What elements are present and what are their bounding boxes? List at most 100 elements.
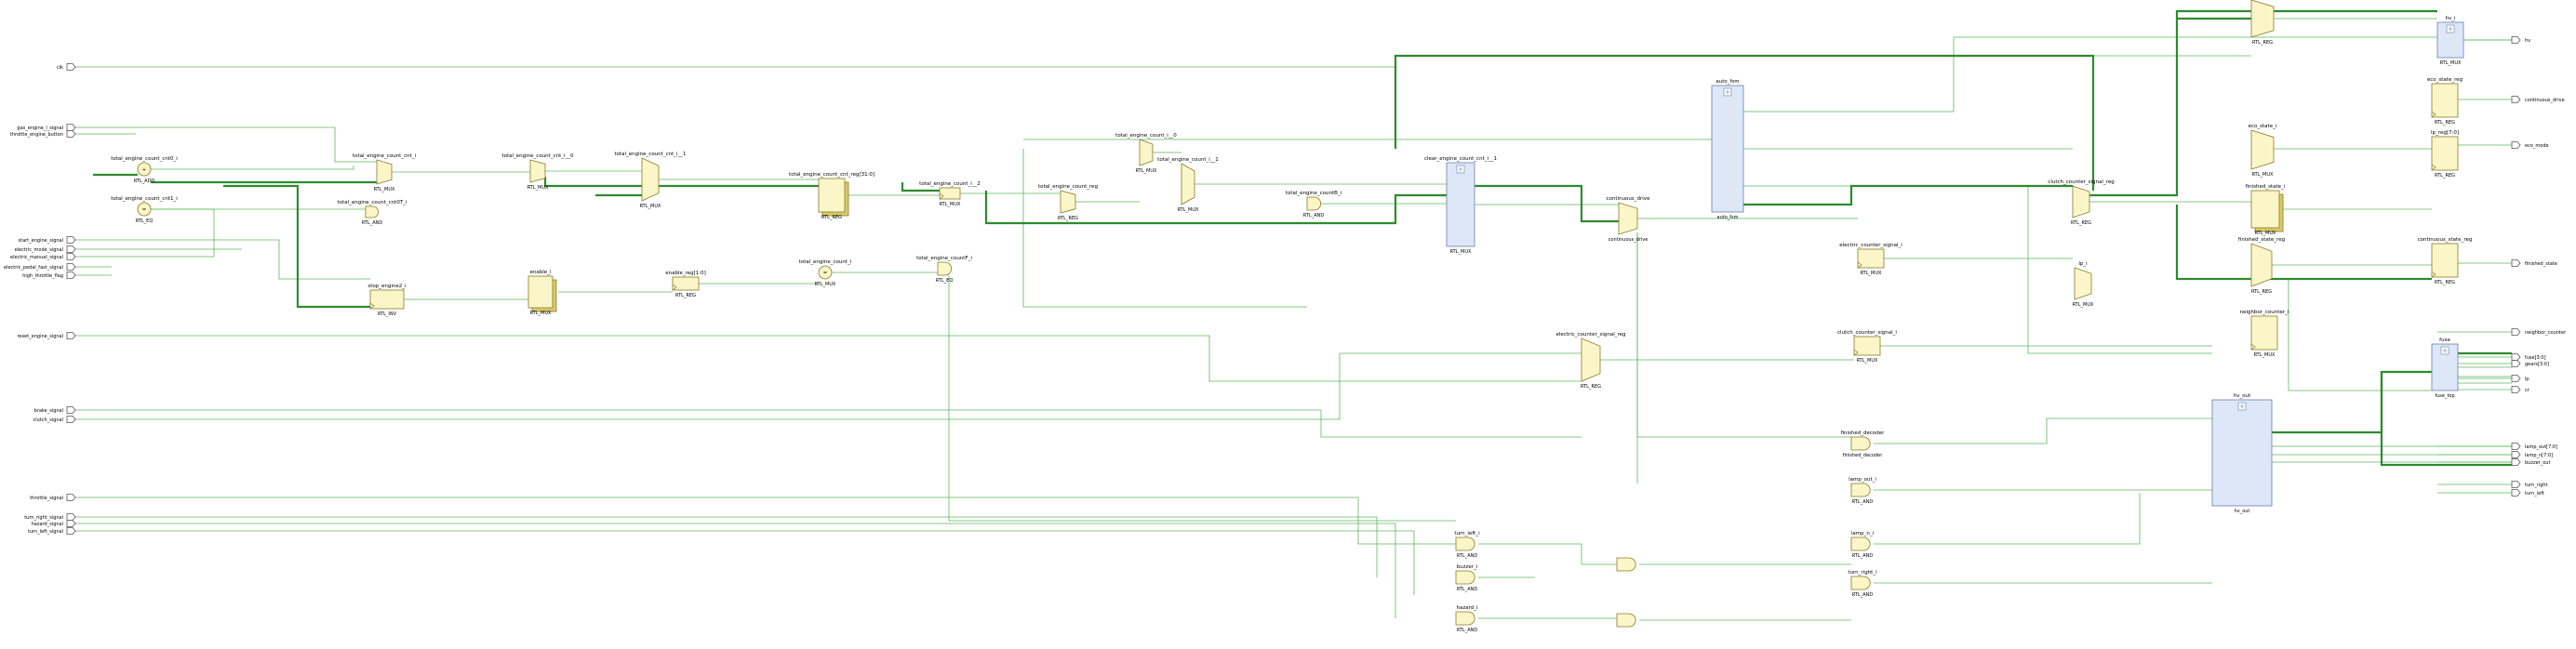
port-arrow-icon	[2511, 489, 2521, 497]
cell-type: RTL_MUX	[1178, 207, 1199, 213]
input-port-9[interactable]: brake_signal	[34, 406, 76, 415]
input-port-2[interactable]: throttle_engine_button	[10, 130, 76, 139]
input-port-7[interactable]: high_throttle_flag	[22, 272, 76, 280]
input-port-4[interactable]: electric_mode_signal	[15, 245, 76, 254]
output-port-13[interactable]: turn_left	[2511, 489, 2544, 497]
input-port-11[interactable]: throttle_signal	[30, 494, 76, 502]
port-arrow-icon	[66, 416, 76, 423]
component-cell[interactable]	[1616, 613, 1636, 628]
cell-type: RTL_REG	[1581, 384, 1601, 390]
input-port-13[interactable]: hazard_signal	[32, 520, 76, 528]
cell-type: continuous_drive	[1608, 237, 1648, 243]
cell-type: RTL_MUX	[527, 185, 549, 191]
cell-type: RTL_MUX	[530, 311, 552, 316]
output-port-1[interactable]: continuous_drive	[2511, 96, 2565, 104]
output-port-7[interactable]: lp	[2511, 375, 2529, 383]
port-arrow-icon	[66, 332, 76, 339]
input-port-label: turn_left_signal	[28, 529, 63, 535]
output-port-11[interactable]: buzzer_out	[2511, 458, 2550, 467]
component-cell[interactable]	[1616, 557, 1636, 572]
net-wire	[1478, 543, 1617, 565]
cell-type: RTL_AND	[1852, 592, 1874, 598]
input-port-label: start_engine_signal	[19, 238, 64, 244]
component-rtl-reg[interactable]: total_engine_count_cnt_reg[31:0]RTL_REG	[789, 172, 874, 220]
input-port-10[interactable]: clutch_signal	[33, 416, 76, 424]
output-port-6[interactable]: gears[3:0]	[2511, 360, 2549, 368]
port-arrow-icon	[2511, 328, 2521, 336]
net-wire	[112, 516, 1378, 577]
output-port-9[interactable]: lamp_out[7:0]	[2511, 443, 2557, 451]
output-port-4[interactable]: neighbor_counter	[2511, 328, 2567, 337]
port-arrow-icon	[66, 406, 76, 414]
input-port-14[interactable]: turn_left_signal	[28, 527, 76, 536]
input-port-3[interactable]: start_engine_signal	[19, 236, 76, 245]
output-port-10[interactable]: lamp_n[7:0]	[2511, 451, 2553, 459]
output-port-12[interactable]: turn_right	[2511, 481, 2548, 489]
output-port-label: cr	[2525, 388, 2530, 393]
output-port-0[interactable]: hv	[2511, 36, 2530, 45]
output-port-5[interactable]: fuse[3:0]	[2511, 353, 2546, 362]
component-rtl-reg[interactable]: lp_reg[7:0]RTL_REG	[2431, 130, 2459, 179]
port-arrow-icon	[66, 527, 76, 535]
port-arrow-icon	[2511, 458, 2521, 466]
component-rtl-reg[interactable]: enable_reg[1:0]RTL_REG	[665, 271, 706, 298]
cell-type: RTL_MUX	[2254, 352, 2276, 358]
output-port-3[interactable]: finished_state	[2511, 259, 2557, 268]
cell-type: RTL_MUX	[815, 282, 836, 287]
input-port-8[interactable]: reset_engine_signal	[17, 332, 76, 340]
instance-name: total_engine_count_cnt_i	[353, 153, 417, 159]
input-port-1[interactable]: gas_engine_l_signal	[17, 124, 76, 132]
input-port-0[interactable]: clk	[57, 63, 76, 72]
cell-type: RTL_REG	[821, 215, 842, 220]
output-port-8[interactable]: cr	[2511, 386, 2530, 394]
instance-name: continuous_state_reg	[2418, 237, 2473, 243]
input-port-6[interactable]: electric_pedal_fast_signal	[4, 263, 76, 272]
input-port-5[interactable]: electric_manual_signal	[10, 253, 76, 261]
instance-name: clear_engine_count_cnt_i__1	[1424, 156, 1497, 162]
instance-name: hazard_i	[1456, 605, 1478, 611]
input-port-12[interactable]: turn_right_signal	[24, 513, 76, 522]
output-port-2[interactable]: eco_mode	[2511, 141, 2549, 150]
cell-type: RTL_MUX	[1136, 168, 1157, 174]
